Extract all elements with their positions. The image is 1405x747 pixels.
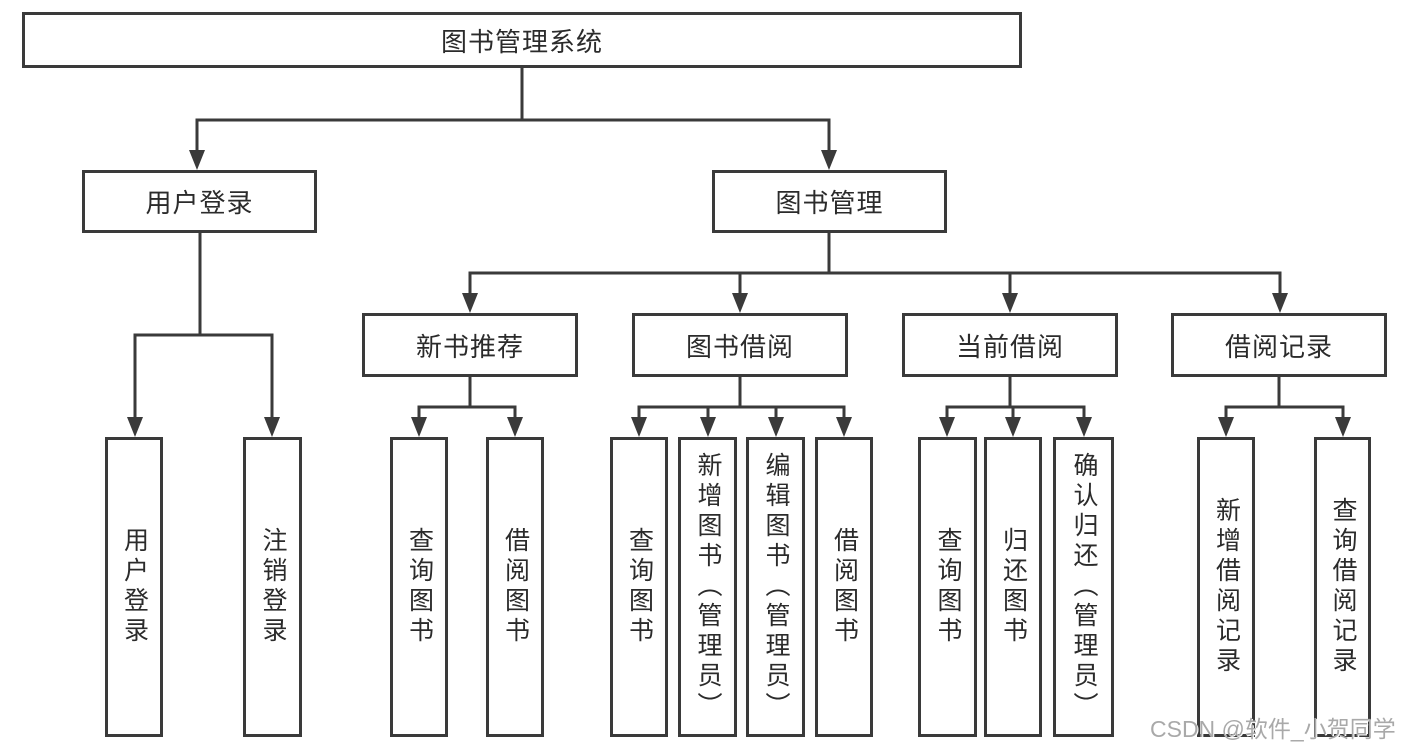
node-edit-book-admin-label: 编辑图书（管理员） [762,452,790,722]
node-user-login-branch-label: 用户登录 [145,188,254,218]
node-confirm-return-admin-label: 确认归还（管理员） [1070,452,1098,722]
node-book-management-branch: 图书管理 [712,170,947,233]
node-query-books-borrowing-label: 查询图书 [625,527,654,647]
node-borrow-books-recommend-label: 借阅图书 [501,527,530,647]
node-new-book-recommendation: 新书推荐 [362,313,578,377]
node-return-book: 归还图书 [984,437,1042,737]
node-borrow-books-borrowing: 借阅图书 [815,437,873,737]
node-query-books-recommend-label: 查询图书 [405,527,434,647]
tree-edges [133,68,1345,420]
node-borrowing-records-label: 借阅记录 [1224,331,1333,362]
arrowheads [127,150,1351,437]
node-borrowing-records: 借阅记录 [1171,313,1387,377]
node-book-management-branch-label: 图书管理 [775,188,884,218]
node-book-borrowing-label: 图书借阅 [685,331,794,362]
node-query-borrow-record-label: 查询借阅记录 [1329,497,1357,677]
node-add-book-admin: 新增图书（管理员） [678,437,737,737]
node-book-borrowing: 图书借阅 [632,313,848,377]
node-add-borrow-record: 新增借阅记录 [1197,437,1255,737]
watermark: CSDN @软件_小贺同学 [1150,716,1396,742]
node-logout-leaf: 注销登录 [243,437,302,737]
node-new-book-recommendation-label: 新书推荐 [415,331,524,362]
node-add-book-admin-label: 新增图书（管理员） [694,452,722,722]
node-return-book-label: 归还图书 [999,527,1028,647]
node-current-borrowing: 当前借阅 [902,313,1118,377]
node-logout-leaf-label: 注销登录 [259,527,287,647]
node-current-borrowing-label: 当前借阅 [955,331,1064,362]
node-query-books-current: 查询图书 [918,437,977,737]
node-root-system-label: 图书管理系统 [440,26,603,57]
node-add-borrow-record-label: 新增借阅记录 [1212,497,1241,677]
node-user-login-leaf: 用户登录 [105,437,163,737]
node-edit-book-admin: 编辑图书（管理员） [746,437,805,737]
node-query-borrow-record: 查询借阅记录 [1314,437,1371,737]
node-root-system: 图书管理系统 [22,12,1022,68]
node-query-books-borrowing: 查询图书 [610,437,668,737]
node-borrow-books-recommend: 借阅图书 [486,437,544,737]
node-borrow-books-borrowing-label: 借阅图书 [830,527,859,647]
node-user-login-leaf-label: 用户登录 [120,527,149,647]
node-query-books-current-label: 查询图书 [934,527,962,647]
node-user-login-branch: 用户登录 [82,170,317,233]
node-confirm-return-admin: 确认归还（管理员） [1053,437,1114,737]
node-query-books-recommend: 查询图书 [390,437,448,737]
